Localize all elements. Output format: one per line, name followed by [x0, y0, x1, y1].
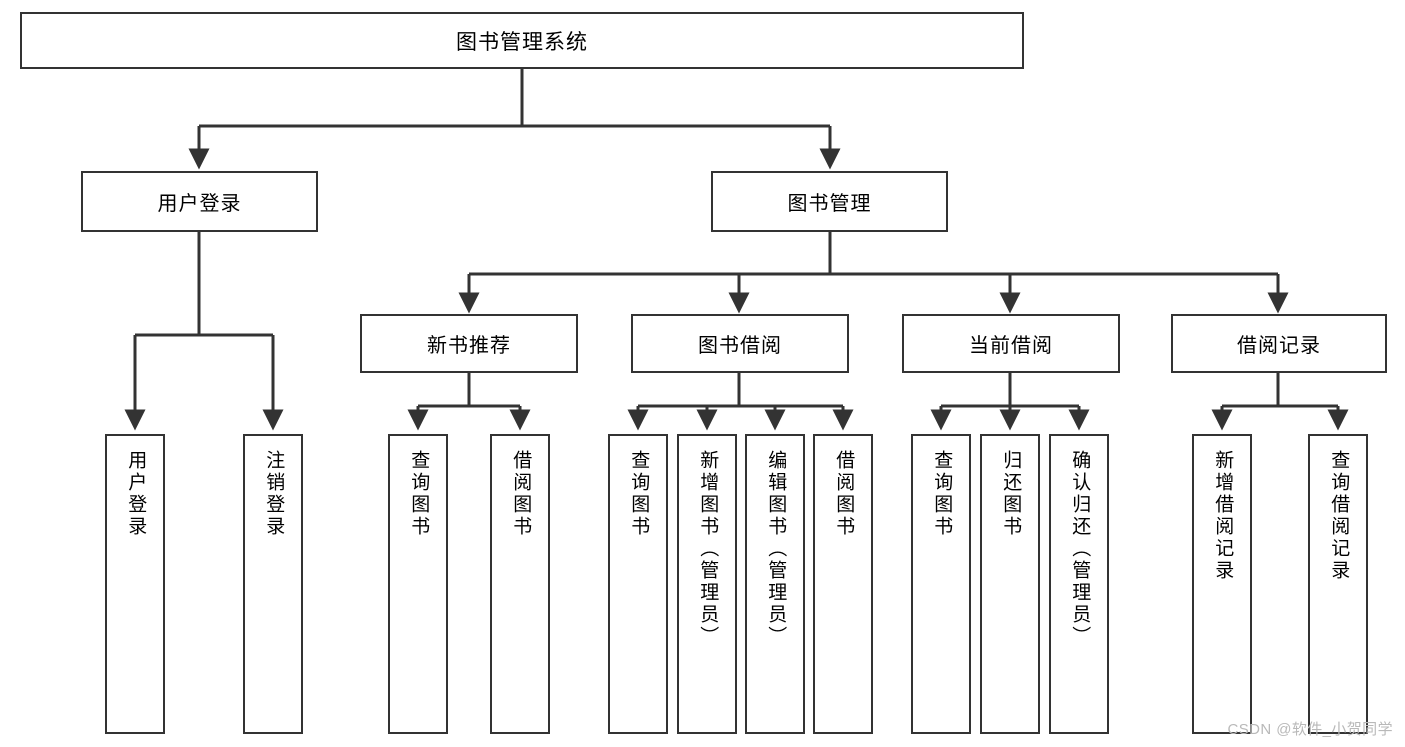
node-leaf-add-record[interactable]: 新增借阅记录	[1192, 434, 1252, 734]
node-current-borrow-label: 当前借阅	[969, 335, 1053, 357]
node-leaf-return-book[interactable]: 归还图书	[980, 434, 1040, 734]
node-leaf-confirm-return-label: 确认归还（管理员）	[1069, 450, 1091, 648]
node-leaf-add-book-label: 新增图书（管理员）	[697, 450, 719, 648]
node-book-manage[interactable]: 图书管理	[711, 171, 948, 232]
node-user-login[interactable]: 用户登录	[81, 171, 318, 232]
node-leaf-user-logout-label: 注销登录	[263, 450, 285, 538]
node-leaf-return-book-label: 归还图书	[1000, 450, 1022, 538]
node-leaf-query-book-1-label: 查询图书	[408, 450, 430, 538]
node-leaf-confirm-return[interactable]: 确认归还（管理员）	[1049, 434, 1109, 734]
node-leaf-edit-book-label: 编辑图书（管理员）	[765, 450, 787, 648]
node-book-manage-label: 图书管理	[787, 193, 872, 215]
node-leaf-add-book[interactable]: 新增图书（管理员）	[677, 434, 737, 734]
node-borrow-record[interactable]: 借阅记录	[1171, 314, 1387, 373]
node-new-book-recommend[interactable]: 新书推荐	[360, 314, 578, 373]
node-book-borrow[interactable]: 图书借阅	[631, 314, 849, 373]
node-leaf-query-book-2-label: 查询图书	[628, 450, 650, 538]
node-leaf-user-logout[interactable]: 注销登录	[243, 434, 303, 734]
node-leaf-edit-book[interactable]: 编辑图书（管理员）	[745, 434, 805, 734]
node-leaf-user-login[interactable]: 用户登录	[105, 434, 165, 734]
node-user-login-label: 用户登录	[157, 193, 242, 215]
node-leaf-query-book-1[interactable]: 查询图书	[388, 434, 448, 734]
node-new-book-recommend-label: 新书推荐	[427, 335, 511, 357]
node-leaf-query-book-3-label: 查询图书	[931, 450, 953, 538]
node-borrow-record-label: 借阅记录	[1237, 335, 1321, 357]
node-leaf-add-record-label: 新增借阅记录	[1212, 450, 1234, 582]
node-leaf-borrow-book-2-label: 借阅图书	[833, 450, 855, 538]
node-leaf-query-book-2[interactable]: 查询图书	[608, 434, 668, 734]
node-book-borrow-label: 图书借阅	[698, 335, 782, 357]
node-root-label: 图书管理系统	[456, 30, 588, 54]
node-leaf-query-record-label: 查询借阅记录	[1328, 450, 1350, 582]
node-leaf-query-book-3[interactable]: 查询图书	[911, 434, 971, 734]
node-leaf-user-login-label: 用户登录	[125, 450, 147, 538]
node-leaf-borrow-book-1-label: 借阅图书	[510, 450, 532, 538]
node-leaf-query-record[interactable]: 查询借阅记录	[1308, 434, 1368, 734]
node-root[interactable]: 图书管理系统	[20, 12, 1024, 69]
node-leaf-borrow-book-2[interactable]: 借阅图书	[813, 434, 873, 734]
node-current-borrow[interactable]: 当前借阅	[902, 314, 1120, 373]
node-leaf-borrow-book-1[interactable]: 借阅图书	[490, 434, 550, 734]
